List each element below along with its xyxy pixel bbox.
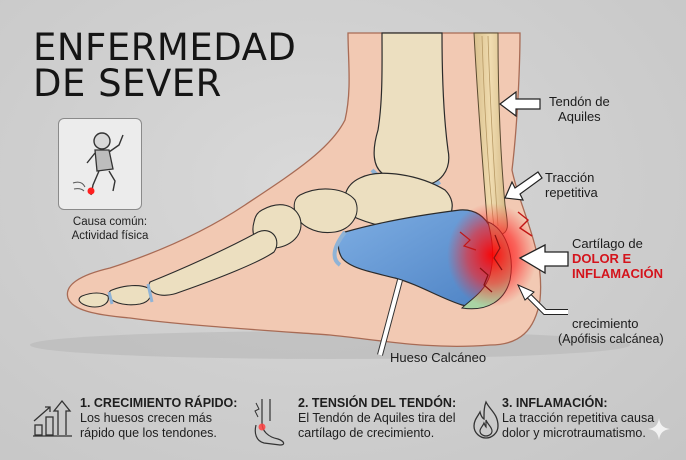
cause-label-line-2: Actividad física: [71, 230, 149, 242]
achilles-arrow: [499, 90, 541, 118]
cartilage-arrow: [518, 243, 569, 275]
sparkle-icon: [648, 418, 670, 440]
factor-inflammation-heading: 3. INFLAMACIÓN:: [502, 396, 608, 410]
growth-chart-icon: [33, 399, 72, 437]
factor-tendon-tension: 2. TENSIÓN DEL TENDÓN: El Tendón de Aqui…: [298, 396, 456, 441]
factor-inflammation-line-1: La tracción repetitiva causa: [502, 411, 655, 425]
title-line-2: DE SEVER: [33, 62, 222, 105]
traction-label-line-1: Tracción: [545, 170, 595, 185]
factor-tendon-heading: 2. TENSIÓN DEL TENDÓN:: [298, 396, 457, 410]
factor-growth-heading: 1. CRECIMIENTO RÁPIDO:: [80, 396, 238, 410]
achilles-label-line-1: Tendón de: [549, 94, 610, 109]
running-child-icon: [72, 132, 124, 196]
page-title: ENFERMEDAD DE SEVER: [33, 26, 297, 105]
factor-growth: 1. CRECIMIENTO RÁPIDO: Los huesos crecen…: [80, 396, 237, 441]
calcaneus-label: Hueso Calcáneo: [390, 350, 487, 365]
achilles-tendon-label: Tendón de Aquiles: [549, 94, 610, 124]
factor-growth-line-1: Los huesos crecen más: [80, 411, 213, 425]
factor-inflammation: 3. INFLAMACIÓN: La tracción repetitiva c…: [502, 396, 654, 441]
factor-growth-line-2: rápido que los tendones.: [80, 426, 217, 440]
tibia-bone: [373, 32, 450, 186]
flame-icon: [473, 400, 499, 439]
cause-label-line-1: Causa común:: [72, 216, 148, 228]
traction-label-line-2: repetitiva: [545, 185, 598, 200]
pain-label: DOLOR E INFLAMACIÓN: [572, 251, 663, 281]
factor-tendon-line-1: El Tendón de Aquiles tira del: [298, 411, 456, 425]
traction-label: Tracción repetitiva: [545, 170, 598, 200]
inflammation-glow: [447, 203, 537, 307]
achilles-label-line-2: Aquiles: [558, 109, 601, 124]
cause-label: Causa común: Actividad física: [40, 215, 180, 243]
metatarsal-bone: [148, 230, 278, 296]
foot-tendon-icon: [254, 399, 285, 446]
factor-inflammation-line-2: dolor y microtraumatismo.: [502, 426, 646, 440]
factor-tendon-line-2: cartílago de crecimiento.: [298, 426, 435, 440]
apophysis-label: (Apófisis calcánea): [558, 332, 664, 346]
pain-label-line-2: INFLAMACIÓN: [572, 266, 663, 281]
cartilage-label: Cartílago de: [572, 236, 643, 251]
title-line-1: ENFERMEDAD: [33, 26, 297, 69]
pain-label-line-1: DOLOR E: [572, 251, 632, 266]
cause-card: [58, 118, 142, 210]
growth-label: crecimiento: [572, 316, 639, 331]
traction-arrow: [504, 171, 543, 201]
